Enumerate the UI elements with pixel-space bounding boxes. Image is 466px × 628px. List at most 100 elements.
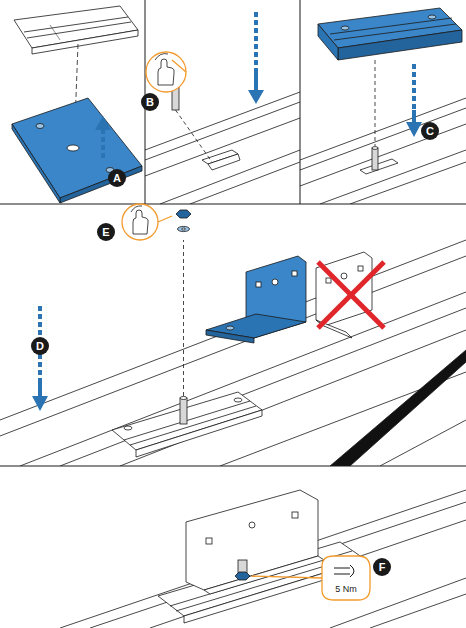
wrong-bracket-part (326, 278, 331, 283)
rail-piece-part (50, 25, 60, 40)
roof-profile (60, 490, 466, 628)
roof-profile-part (320, 150, 466, 204)
rail-on-roof-part (234, 398, 242, 402)
callout-letter: F (373, 558, 391, 576)
move-arrow (32, 306, 48, 411)
blue-bracket-part (272, 279, 278, 285)
pin-part (372, 147, 378, 150)
rail-piece-part (27, 22, 131, 38)
roof-profile-part (145, 118, 300, 176)
move-arrow-part (248, 90, 264, 104)
fitted-bracket-part (206, 538, 212, 544)
blue-rail-part (341, 26, 349, 30)
rail-on-roof-part (124, 426, 132, 430)
roof-profile-part (360, 159, 398, 174)
blue-bracket-part (292, 271, 297, 276)
move-arrow-part (412, 110, 416, 122)
blue-bracket (206, 256, 306, 343)
hand-icon-part (172, 60, 186, 72)
roof-profile-part (330, 578, 466, 628)
pin-part (183, 240, 184, 396)
move-arrow-part (95, 116, 111, 130)
torque-value: 5 Nm (334, 584, 358, 595)
torque-icon-part (322, 556, 370, 600)
hand-icon-part (158, 59, 174, 85)
nut-part (182, 228, 186, 230)
rail-on-roof-part (130, 406, 256, 445)
blue-rail (318, 8, 462, 60)
wrong-bracket-part (341, 273, 347, 279)
nut (176, 210, 191, 232)
move-arrow-part (101, 128, 105, 158)
move-arrow (406, 64, 422, 137)
wrong-bracket-part (318, 262, 384, 328)
roof-profile-part (190, 162, 300, 204)
roof-profile-part (370, 594, 466, 628)
hand-icon (146, 52, 186, 92)
roof-profile-part (160, 150, 300, 204)
pin-part (176, 110, 213, 162)
hand-icon-part (122, 204, 158, 240)
nut-part (176, 210, 191, 218)
move-arrow-part (406, 122, 422, 137)
callout-letter: E (97, 223, 115, 241)
pin-part (375, 60, 376, 146)
callout-letter: A (108, 169, 126, 187)
blue-rail-part (338, 30, 462, 60)
roof-profile-part (330, 350, 466, 466)
callout-letter: B (141, 93, 159, 111)
wrong-bracket-part (318, 262, 384, 328)
torque-icon (252, 556, 370, 600)
fitted-bracket-part (235, 572, 250, 580)
panel-frame-part (0, 204, 466, 205)
hand-icon-part (133, 210, 148, 234)
hand-icon (122, 204, 172, 240)
blue-rail-part (330, 18, 452, 34)
hand-icon-part (158, 216, 172, 222)
fitted-bracket-part (249, 522, 255, 528)
pin-part (372, 148, 378, 170)
blue-rail-part (334, 24, 456, 40)
hand-icon-part (146, 52, 186, 92)
torque-icon-part (252, 576, 322, 578)
roof-profile-part (120, 330, 466, 466)
roof-profile-part (145, 92, 300, 150)
roof-profile-part (300, 124, 466, 186)
roof-profile-part (60, 308, 466, 466)
roof-profile-part (300, 108, 466, 170)
roof-profile-part (60, 490, 466, 628)
wrong-bracket-part (358, 266, 363, 271)
callout-letter: C (421, 122, 439, 140)
base-plate-part (60, 166, 142, 203)
fitted-bracket-part (186, 490, 318, 590)
pin (372, 60, 378, 170)
move-arrow-part (32, 396, 48, 411)
move-arrow (248, 12, 264, 104)
blue-bracket-part (226, 326, 234, 330)
move-arrow (95, 116, 111, 158)
roof-profile-part (208, 154, 240, 170)
panel-frame (0, 0, 466, 466)
pin (180, 240, 187, 424)
callout-letter: D (31, 337, 49, 355)
hand-icon-part (131, 206, 142, 212)
rail-on-roof (112, 392, 262, 457)
blue-rail-part (428, 15, 436, 19)
nut-part (178, 226, 190, 231)
fitted-bracket (186, 490, 324, 594)
hand-icon-part (155, 54, 168, 60)
move-arrow-part (412, 64, 416, 118)
panel-frame-part (0, 466, 466, 467)
base-plate-part (36, 124, 44, 129)
move-arrow-part (38, 380, 42, 396)
pin-part (180, 397, 187, 400)
roof-profile-part (20, 292, 466, 466)
pin-part (180, 398, 187, 424)
blue-bracket-part (256, 282, 261, 287)
roof-profile (300, 98, 466, 204)
blue-rail-part (318, 24, 338, 60)
roof-profile (0, 240, 466, 466)
roof-profile-part (380, 420, 466, 466)
